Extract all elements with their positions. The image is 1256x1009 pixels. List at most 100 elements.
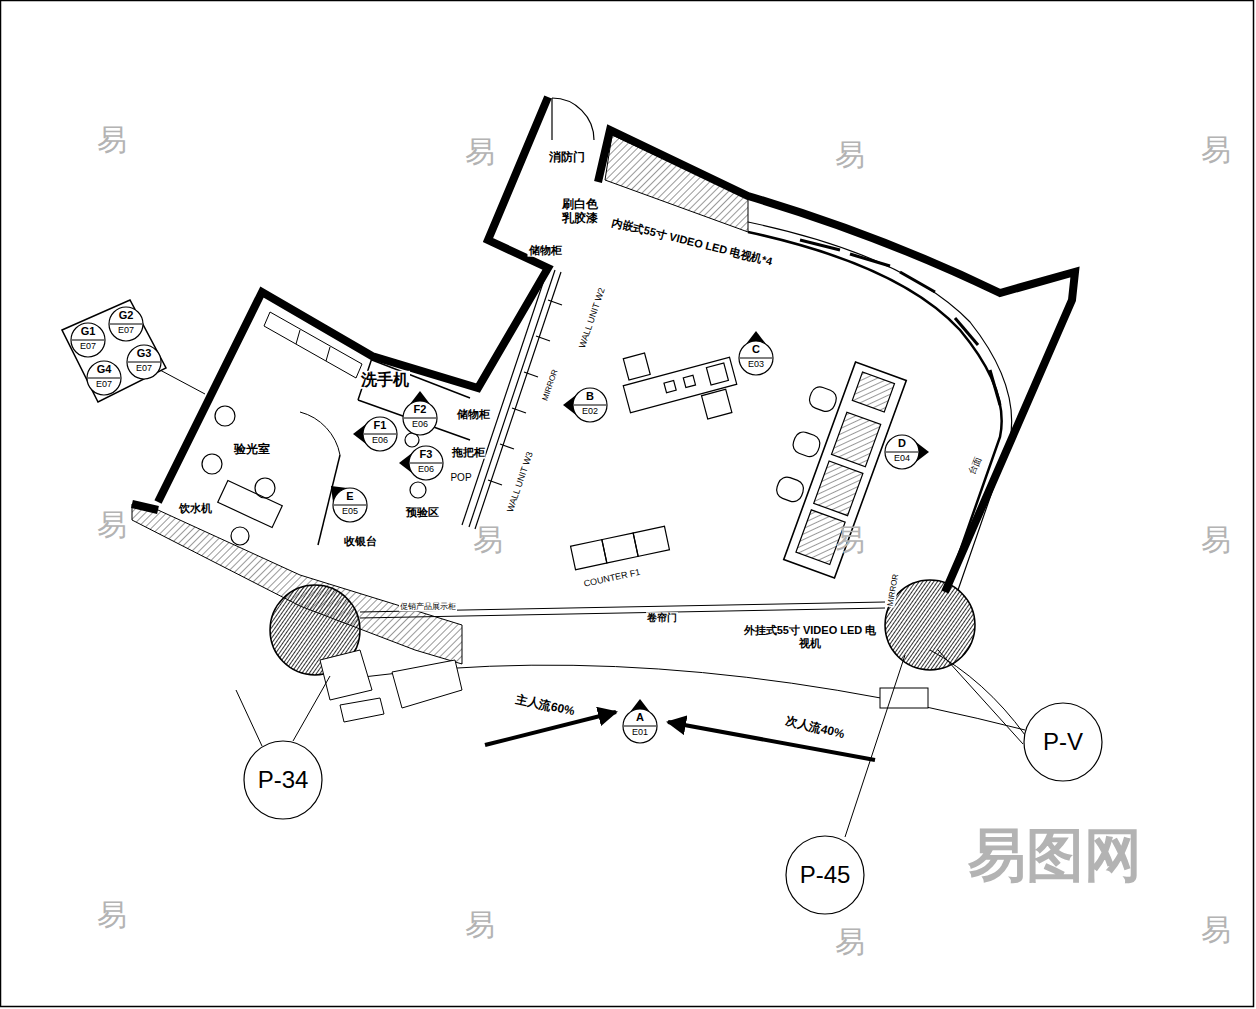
finish-note: 刷白色 乳胶漆 <box>559 198 601 226</box>
reference-label: P-V <box>1043 730 1083 754</box>
view-callout: G4E07 <box>86 360 122 396</box>
flow-arrow <box>485 712 875 760</box>
flow-label: 次人流40% <box>783 714 847 742</box>
callout-circle <box>109 307 143 341</box>
mirror-label: MIRROR <box>540 367 560 403</box>
furniture <box>571 526 670 569</box>
furniture <box>633 526 669 556</box>
callout-letter: A <box>636 709 644 726</box>
watermark: 易 <box>1201 913 1231 948</box>
callout-divider <box>574 405 606 406</box>
furniture <box>202 454 222 474</box>
callout-letter: G3 <box>137 345 152 362</box>
watermark: 易 <box>1201 133 1231 168</box>
shutter-label: 卷帘门 <box>646 612 678 624</box>
view-callout: DE04 <box>884 434 920 470</box>
leader-line <box>938 650 1023 744</box>
callout-divider <box>88 378 120 379</box>
flow-label: 主人流60% <box>513 693 577 719</box>
furniture <box>231 527 249 545</box>
sheet-number: E07 <box>96 378 112 395</box>
storefront <box>880 688 928 708</box>
furniture <box>623 353 650 380</box>
wall-unit <box>488 480 502 485</box>
leader-line <box>236 690 262 746</box>
display-label: 促销产品展示柜 <box>399 602 457 611</box>
sheet-number: E06 <box>418 463 434 480</box>
storefront <box>930 650 1025 735</box>
callout-divider <box>110 324 142 325</box>
counter-label: COUNTER F1 <box>582 567 642 589</box>
callout-circle <box>409 446 443 480</box>
wall-unit <box>462 268 562 529</box>
furniture <box>706 363 728 385</box>
callout-divider <box>410 463 442 464</box>
plan-reference-circle: P-34 <box>243 740 323 820</box>
area-label: 预验区 <box>405 506 440 519</box>
column <box>270 580 975 675</box>
partition <box>264 312 362 378</box>
callout-circle <box>786 836 864 914</box>
view-callout: EE05 <box>332 487 368 523</box>
fire-door <box>552 98 594 140</box>
tv-display-strip <box>748 222 1012 590</box>
furniture <box>852 372 894 412</box>
watermark: 易 <box>465 908 495 943</box>
flow-arrow <box>485 712 616 745</box>
wall-unit <box>500 444 514 449</box>
partition <box>300 412 340 455</box>
plan-reference-circle: P-V <box>1023 702 1103 782</box>
furniture <box>702 389 732 419</box>
storefront <box>360 602 885 612</box>
wall <box>598 130 1075 592</box>
callout-circle <box>885 435 919 469</box>
watermark: 易 <box>465 135 495 170</box>
storefront <box>320 650 372 700</box>
view-callout: CE03 <box>738 340 774 376</box>
callout-circle <box>1024 703 1102 781</box>
callout-divider <box>128 362 160 363</box>
furniture <box>202 332 906 578</box>
furniture <box>602 533 638 563</box>
furniture <box>784 362 907 578</box>
cabinet-label: 储物柜 <box>456 408 491 421</box>
wall-unit-label: WALL UNIT W2 <box>576 285 607 350</box>
leader-line <box>293 676 330 741</box>
callout-group-frame <box>62 300 166 402</box>
storefront <box>340 698 384 722</box>
furniture <box>755 351 907 577</box>
furniture <box>814 461 863 516</box>
leader-line <box>160 370 1023 837</box>
view-callout: F3E06 <box>408 445 444 481</box>
room-label: 验光室 <box>233 443 271 457</box>
watermark: 易 <box>473 523 503 558</box>
furniture <box>571 540 607 570</box>
wall <box>132 97 1075 592</box>
equipment-label: 饮水机 <box>178 502 213 515</box>
furniture <box>807 384 839 414</box>
fire-door <box>552 98 594 140</box>
leader-line <box>160 370 205 394</box>
door-label: 消防门 <box>548 151 586 165</box>
storefront <box>392 660 462 708</box>
leader-line <box>845 655 905 837</box>
callout-divider <box>624 726 656 727</box>
watermark: 易 <box>97 508 127 543</box>
callout-circle <box>363 417 397 451</box>
furniture <box>410 482 426 498</box>
callout-letter: G1 <box>81 323 96 340</box>
tv-display-strip <box>800 240 840 250</box>
watermark: 易 <box>1201 523 1231 558</box>
tv-display-strip <box>748 232 1002 585</box>
watermark: 易 <box>835 925 865 960</box>
callout-divider <box>364 434 396 435</box>
callout-letter: F3 <box>420 446 433 463</box>
plan-reference-circle: P-45 <box>785 835 865 915</box>
partition <box>326 347 330 361</box>
callout-circle <box>739 341 773 375</box>
view-callout: G3E07 <box>126 344 162 380</box>
wall-unit <box>462 268 548 525</box>
sheet-number: E03 <box>748 358 764 375</box>
callout-circle <box>71 323 105 357</box>
